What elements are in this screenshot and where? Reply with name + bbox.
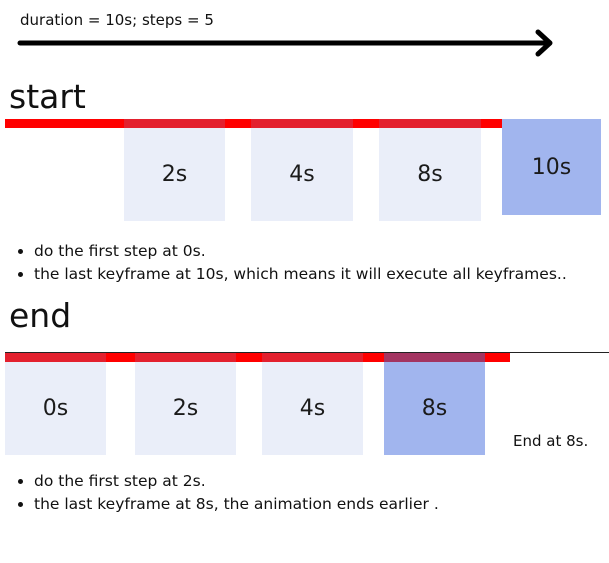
start-notes-list: do the first step at 0s. the last keyfra… [6,240,567,286]
end-red-bar-segment [485,353,510,362]
start-red-bar-segment [124,119,225,128]
end-at-note: End at 8s. [513,432,589,450]
end-step-box-8s-active: 8s [384,362,485,455]
start-red-bar-segment [5,119,124,128]
start-red-bar-segment [225,119,251,128]
start-red-bar-segment [481,119,502,128]
list-item: do the first step at 2s. [34,470,439,493]
start-step-box-8s: 8s [379,128,481,221]
end-step-box-4s: 4s [262,362,363,455]
end-section-heading: end [9,296,72,335]
step-box-label: 0s [42,396,69,421]
list-item: do the first step at 0s. [34,240,567,263]
start-step-box-4s: 4s [251,128,353,221]
list-item: the last keyframe at 8s, the animation e… [34,493,439,516]
end-red-bar-segment [236,353,262,362]
step-box-label: 4s [299,396,326,421]
end-divider-line [5,352,609,353]
end-notes-list: do the first step at 2s. the last keyfra… [6,470,439,516]
list-item: the last keyframe at 10s, which means it… [34,263,567,286]
end-red-bar-segment [106,353,135,362]
step-box-label: 8s [417,162,443,187]
start-section-heading: start [9,77,86,116]
start-red-bar-segment [379,119,481,128]
step-box-label: 10s [531,154,572,180]
end-red-bar-segment [384,353,485,362]
end-red-bar-segment [363,353,384,362]
timeline-caption: duration = 10s; steps = 5 [20,11,214,29]
start-red-bar-segment [353,119,379,128]
start-red-bar-segment [251,119,353,128]
timeline-arrow-icon [17,29,553,57]
end-red-bar-segment [5,353,106,362]
end-step-box-2s: 2s [135,362,236,455]
start-step-box-10s-active: 10s [502,119,601,215]
step-box-label: 8s [421,396,448,421]
start-step-box-2s: 2s [124,128,225,221]
end-step-box-0s: 0s [5,362,106,455]
end-red-bar-segment [135,353,236,362]
step-box-label: 2s [161,162,188,187]
end-red-bar-segment [262,353,363,362]
step-box-label: 2s [172,396,199,421]
step-box-label: 4s [289,162,315,187]
